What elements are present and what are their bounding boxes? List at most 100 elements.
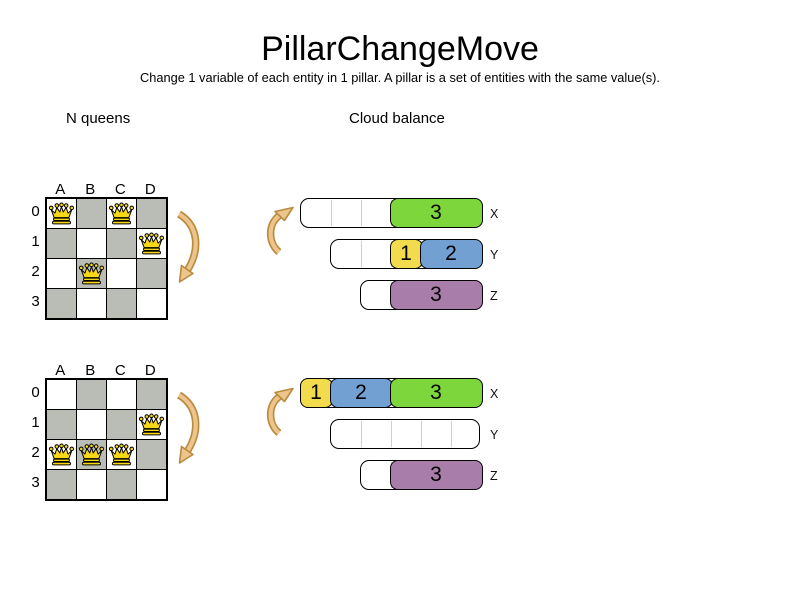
queen-icon	[108, 443, 135, 465]
queen-icon	[78, 443, 105, 465]
board-cell-B0	[77, 199, 106, 228]
queen-icon	[108, 202, 135, 224]
computer-label-Y: Y	[490, 248, 499, 262]
queen-icon	[138, 413, 165, 435]
queen-icon	[78, 262, 105, 284]
board-grid	[45, 378, 168, 501]
capacity-divider	[421, 421, 422, 447]
board-cell-B3	[77, 289, 106, 318]
board-cell-A3	[47, 470, 76, 499]
capacity-divider	[451, 421, 452, 447]
row-label-0: 0	[31, 203, 40, 220]
row-label-0: 0	[31, 384, 40, 401]
board-cell-D2	[137, 259, 166, 288]
board-cell-C2	[107, 259, 136, 288]
nqueens-section-label: N queens	[66, 110, 131, 127]
capacity-divider	[361, 200, 362, 226]
board-cell-C0	[107, 199, 136, 228]
move-down-arrow-after	[176, 391, 200, 464]
arrow-body	[177, 393, 198, 453]
queen-icon	[138, 232, 165, 254]
queen-icon	[48, 443, 75, 465]
column-header-C: C	[114, 181, 127, 198]
arrow-body	[268, 213, 281, 254]
column-header-C: C	[114, 362, 127, 379]
arrow-head	[178, 264, 194, 283]
process-block-3: 3	[389, 279, 483, 310]
column-header-B: B	[85, 362, 96, 379]
column-header-B: B	[85, 181, 96, 198]
page-title: PillarChangeMove	[261, 30, 539, 68]
process-block-1: 1	[389, 238, 423, 269]
move-down-arrow-before	[176, 210, 200, 283]
row-label-2: 2	[31, 444, 40, 461]
board-cell-A1	[47, 229, 76, 258]
queen-crown	[108, 202, 135, 224]
queen-crown	[108, 443, 135, 465]
board-cell-C0	[107, 380, 136, 409]
board-cell-B1	[77, 410, 106, 439]
board-cell-B3	[77, 470, 106, 499]
process-block-3: 3	[389, 377, 483, 408]
board-grid	[45, 197, 168, 320]
process-block-2: 2	[419, 238, 483, 269]
arrow-head	[178, 445, 194, 464]
board-cell-D3	[137, 470, 166, 499]
computer-label-Z: Z	[490, 469, 498, 483]
board-cell-D0	[137, 199, 166, 228]
computer-Y-after: Y	[330, 419, 498, 449]
board-cell-B2	[77, 440, 106, 469]
column-header-D: D	[144, 362, 157, 379]
board-cell-A2	[47, 259, 76, 288]
arrow-head	[274, 387, 294, 403]
board-cell-C1	[107, 229, 136, 258]
computer-label-Y: Y	[490, 428, 499, 442]
arrow-head	[274, 206, 294, 222]
process-block-3: 3	[389, 197, 483, 228]
capacity-divider	[391, 421, 392, 447]
queen-crown	[138, 232, 165, 254]
board-cell-A0	[47, 380, 76, 409]
process-block-3: 3	[389, 459, 483, 490]
arrow-body	[177, 212, 198, 272]
queen-crown	[48, 202, 75, 224]
board-cell-D1	[137, 229, 166, 258]
move-up-arrow-after	[266, 387, 294, 436]
arrow-body	[268, 394, 281, 435]
queen-icon	[48, 202, 75, 224]
column-header-A: A	[55, 362, 66, 379]
queen-crown	[78, 443, 105, 465]
board-cell-B0	[77, 380, 106, 409]
column-header-D: D	[144, 181, 157, 198]
capacity-divider	[331, 200, 332, 226]
computer-label-X: X	[490, 387, 499, 401]
cloud-section-label: Cloud balance	[349, 110, 445, 127]
board-cell-D3	[137, 289, 166, 318]
queen-crown	[138, 413, 165, 435]
page-subtitle: Change 1 variable of each entity in 1 pi…	[140, 70, 660, 85]
queen-crown	[48, 443, 75, 465]
board-cell-D1	[137, 410, 166, 439]
board-cell-A0	[47, 199, 76, 228]
capacity-divider	[361, 421, 362, 447]
row-label-3: 3	[31, 293, 40, 310]
row-label-1: 1	[31, 233, 40, 250]
board-cell-A3	[47, 289, 76, 318]
board-cell-C1	[107, 410, 136, 439]
board-cell-B1	[77, 229, 106, 258]
row-label-3: 3	[31, 474, 40, 491]
move-up-arrow-before	[266, 206, 294, 255]
board-cell-D0	[137, 380, 166, 409]
board-cell-C3	[107, 289, 136, 318]
board-cell-B2	[77, 259, 106, 288]
row-label-2: 2	[31, 263, 40, 280]
computer-label-Z: Z	[490, 289, 498, 303]
